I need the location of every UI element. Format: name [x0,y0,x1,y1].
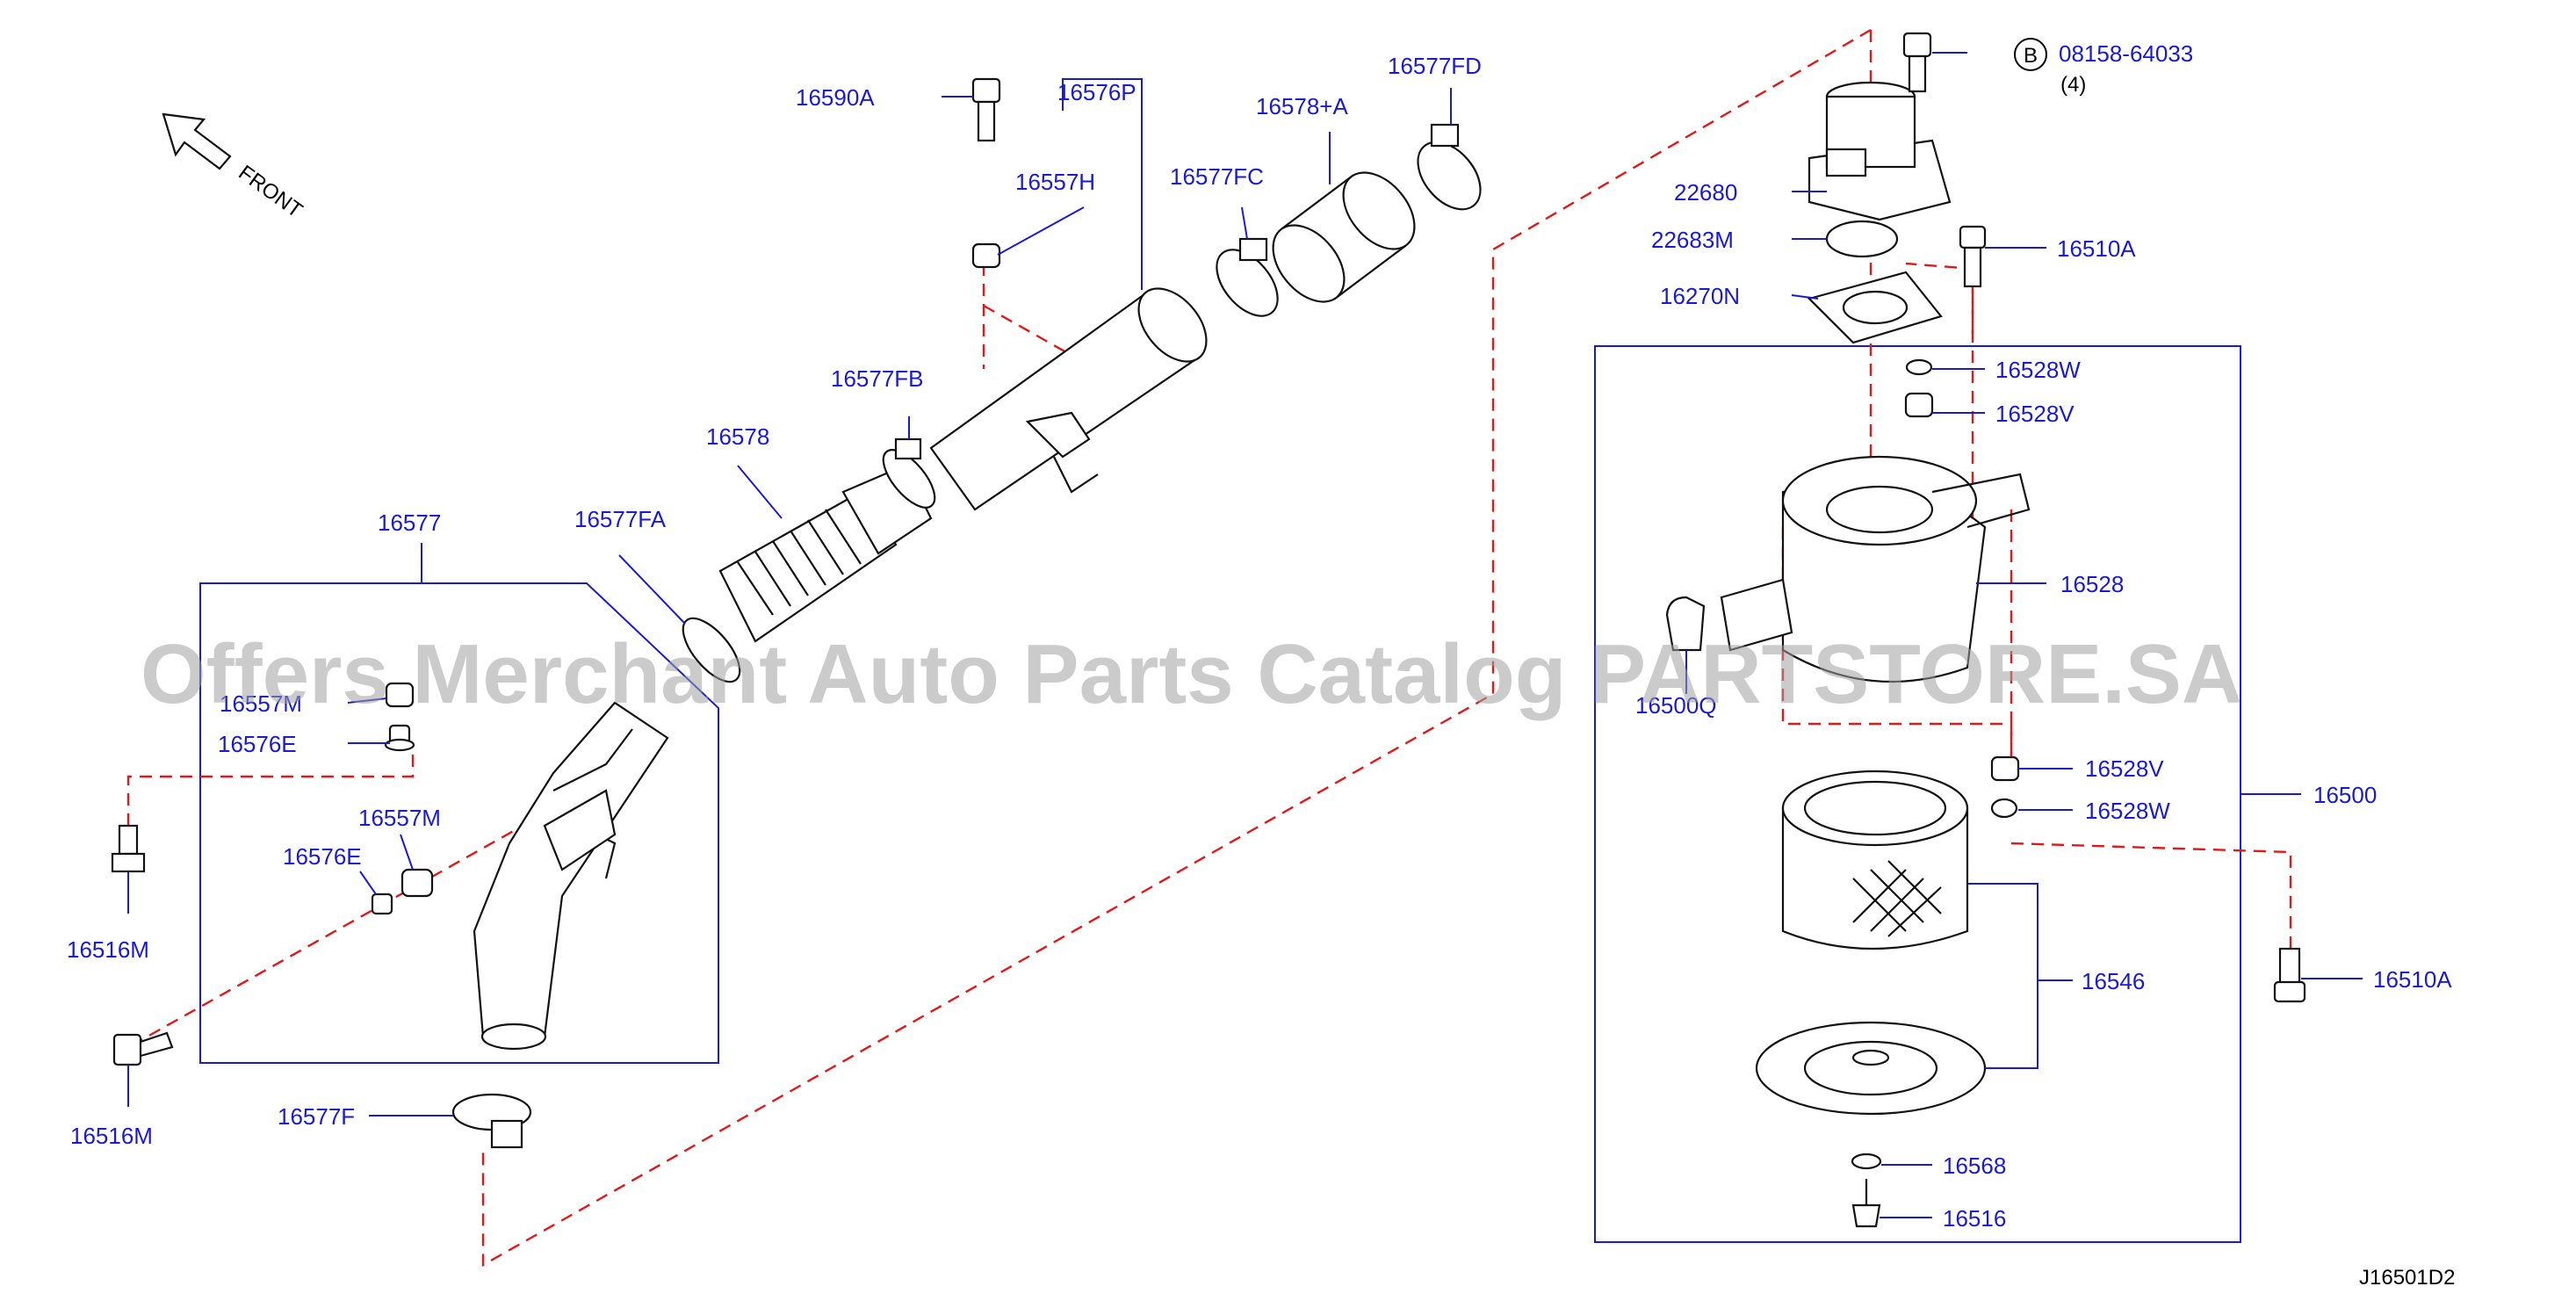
clamp-16577F [451,1093,532,1149]
label-16500[interactable]: 16500 [2313,782,2377,808]
air-cleaner-body-16528 [1665,455,2031,683]
washer-16528W-bottom [1990,798,2018,819]
grommet-16528V-top [1904,392,1934,418]
bolt-spec-qty: (4) [2060,73,2086,97]
label-16528[interactable]: 16528 [2060,571,2124,597]
label-16516[interactable]: 16516 [1943,1205,2006,1232]
clamp-16577FD [1417,123,1482,211]
label-16578A[interactable]: 16578+A [1256,93,1348,119]
grommet-16557H [971,242,1001,269]
hose-16578A [1272,171,1416,303]
part-labels: 16590A 16576P 16578+A 16577FD 16557H 165… [67,53,2452,1232]
label-16577FD[interactable]: 16577FD [1388,53,1482,79]
clamp-16577FC [1216,237,1279,317]
wing-nut-16516 [1851,1179,1881,1228]
label-16546[interactable]: 16546 [2082,968,2145,994]
label-16578[interactable]: 16578 [706,423,769,450]
label-16576P[interactable]: 16576P [1057,79,1136,105]
diagram-code: J16501D2 [2359,1266,2455,1290]
label-16577FA[interactable]: 16577FA [574,506,667,532]
o-ring-22683M [1825,220,1899,258]
bolt-spec-part[interactable]: 08158-64033 [2059,40,2193,67]
air-duct-16577 [473,701,669,1051]
bolt-08158-64033 [1902,32,1932,93]
label-16568[interactable]: 16568 [1943,1153,2006,1179]
washer-16576E-top [384,724,415,752]
label-22680[interactable]: 22680 [1674,179,1737,206]
label-16500Q[interactable]: 16500Q [1635,692,1717,719]
label-16557M-top[interactable]: 16557M [220,690,302,717]
clamp-16577FB [882,437,936,509]
bolt-16510A-bottom [2273,947,2306,1003]
label-16557M[interactable]: 16557M [358,805,441,831]
label-16528V-top[interactable]: 16528V [1995,401,2075,427]
label-16576E[interactable]: 16576E [283,843,362,870]
label-16557H[interactable]: 16557H [1015,169,1095,195]
grommet-16557M [400,868,434,898]
label-16590A[interactable]: 16590A [796,84,875,111]
label-16528V-bottom[interactable]: 16528V [2085,755,2164,782]
label-16528W-bottom[interactable]: 16528W [2085,798,2170,824]
washer-16528W-top [1905,358,1933,376]
cover-16546 [1755,1021,1987,1116]
label-16270N[interactable]: 16270N [1660,283,1740,309]
leader-lines [127,52,2363,1218]
clamp-16577FA [682,617,741,683]
label-16516M-top[interactable]: 16516M [67,936,149,963]
bolt-16516M-bottom [112,1031,174,1066]
label-16576E-top[interactable]: 16576E [218,731,297,757]
bolt-16516M-top [111,824,146,873]
front-label: FRONT [234,161,307,223]
grommet-16528V-bottom [1990,755,2020,782]
assembly-box-16577 [199,582,719,1064]
label-16528W-top[interactable]: 16528W [1995,357,2081,383]
airflow-sensor-22680 [1808,81,1952,221]
label-16510A-bottom[interactable]: 16510A [2373,966,2452,993]
label-16577FC[interactable]: 16577FC [1170,163,1264,190]
seal-16568 [1851,1153,1882,1170]
grommet-16557M-top [385,682,415,708]
bolt-spec-circle: B [2014,38,2047,71]
label-16577FB[interactable]: 16577FB [831,365,924,392]
bolt-16590A [971,77,1001,142]
bolt-16510A-top [1959,225,1987,288]
front-arrow-icon [162,112,232,170]
label-16516M-bottom[interactable]: 16516M [70,1123,153,1149]
label-16577[interactable]: 16577 [378,509,441,536]
tube-16576P [929,287,1208,511]
bolt-spec-letter: B [2024,44,2038,68]
watermark: Offers Merchant Auto Parts Catalog PARTS… [141,627,2242,721]
label-16577F[interactable]: 16577F [278,1103,355,1130]
label-16510A-top[interactable]: 16510A [2057,235,2136,262]
gasket-16270N [1807,271,1943,344]
filter-element-16546 [1781,770,1969,950]
washer-16576E [371,892,393,915]
label-22683M[interactable]: 22683M [1651,227,1734,253]
